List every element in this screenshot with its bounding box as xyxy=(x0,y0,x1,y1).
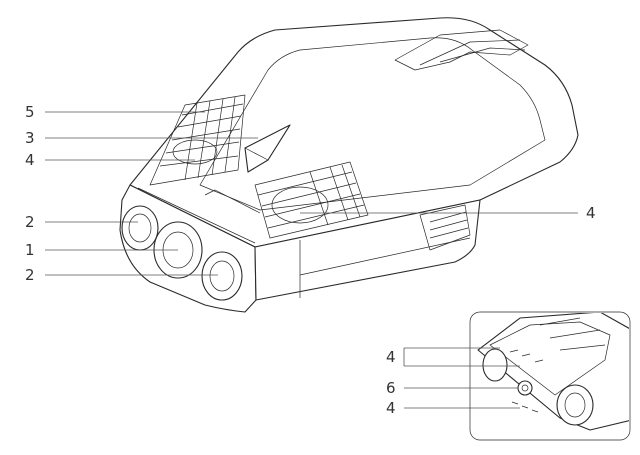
inset-detail xyxy=(469,311,631,441)
callout-3: 3 xyxy=(25,129,35,147)
inset-leader-lines xyxy=(403,347,520,409)
inset-callout-4-lower: 4 xyxy=(386,399,396,417)
callout-4-top: 4 xyxy=(25,151,35,169)
inset-callout-6: 6 xyxy=(386,379,396,397)
internal-fan-side xyxy=(271,186,329,224)
top-vent-grille xyxy=(149,94,246,186)
left-side-light xyxy=(121,205,159,251)
device-body xyxy=(119,17,579,313)
right-side-light xyxy=(201,251,243,301)
internal-fan-top xyxy=(172,139,218,165)
callout-1: 1 xyxy=(25,241,35,259)
inset-light-right xyxy=(556,384,594,426)
side-panel xyxy=(254,199,481,301)
callout-2-lower: 2 xyxy=(25,266,35,284)
callout-2-upper: 2 xyxy=(25,213,35,231)
inset-light-left xyxy=(482,348,508,382)
inset-callouts: 4 6 4 xyxy=(386,348,396,417)
side-vent-grille xyxy=(254,161,369,239)
usb-c-port xyxy=(517,380,533,396)
inset-frame xyxy=(469,311,631,441)
callout-5: 5 xyxy=(25,103,35,121)
main-leader-lines xyxy=(45,111,578,276)
main-callouts: 5 3 4 2 1 2 4 xyxy=(25,103,596,284)
callout-4-side: 4 xyxy=(586,204,596,222)
inset-callout-4-upper: 4 xyxy=(386,348,396,366)
